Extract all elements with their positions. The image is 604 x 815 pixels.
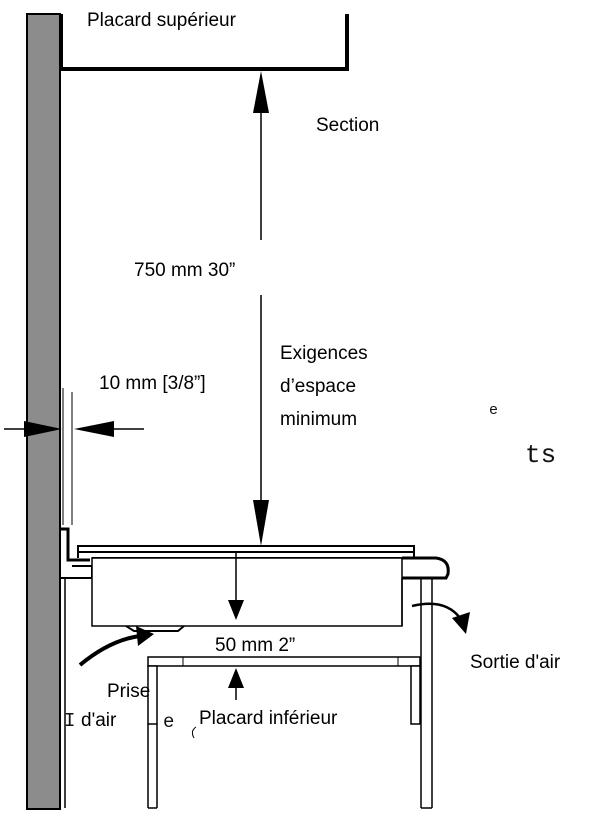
bottom-gap-label: 50 mm 2” xyxy=(215,635,295,656)
min-space-label-line3: minimum xyxy=(280,409,357,430)
cooktop-surface xyxy=(77,545,415,553)
air-intake-vent xyxy=(125,625,185,632)
air-intake-label-line1: Prise xyxy=(107,681,150,702)
min-space-label-line1: Exigences xyxy=(280,343,368,364)
air-intake-arrow xyxy=(78,634,141,667)
side-gap-label: 10 mm [3/8”] xyxy=(99,373,206,394)
lower-cabinet-leg-right xyxy=(410,665,421,725)
lower-cabinet-shelf xyxy=(147,656,421,667)
air-intake-arrowhead xyxy=(136,626,154,646)
bottom-gap-arrowhead-down xyxy=(228,600,244,620)
min-space-label-line2: d’espace xyxy=(280,376,356,397)
upper-cabinet-label: Placard supérieur xyxy=(87,10,237,31)
clearance-arrowhead-top xyxy=(253,71,269,113)
air-outlet-label: Sortie d'air xyxy=(470,652,561,673)
upper-cabinet xyxy=(59,14,349,71)
lower-cabinet-label: Placard inférieur xyxy=(199,708,338,729)
stray-text-cursor: I xyxy=(64,710,75,732)
wall xyxy=(26,13,61,810)
clearance-arrowhead-bottom xyxy=(253,500,269,546)
stray-mark xyxy=(191,726,197,739)
bottom-gap-arrowhead-up xyxy=(228,668,244,688)
gap-arrowhead-left xyxy=(24,421,62,437)
lower-cabinet-leg-left xyxy=(147,665,158,725)
stray-text-small-e: e xyxy=(163,711,174,733)
countertop-right xyxy=(402,556,450,580)
air-outlet-arrowhead xyxy=(452,612,470,634)
countertop xyxy=(60,527,90,562)
gap-arrowhead-right xyxy=(74,421,114,437)
stray-text-ts: ts xyxy=(525,440,556,470)
clearance-height-label: 750 mm 30” xyxy=(134,260,235,281)
section-label: Section xyxy=(316,115,379,136)
air-intake-label-line2: d'air xyxy=(81,710,117,731)
countertop-edge-left xyxy=(60,565,93,579)
stray-text-e: e xyxy=(489,402,498,419)
cooktop-body xyxy=(91,557,403,627)
air-outlet-arrow xyxy=(411,602,461,619)
